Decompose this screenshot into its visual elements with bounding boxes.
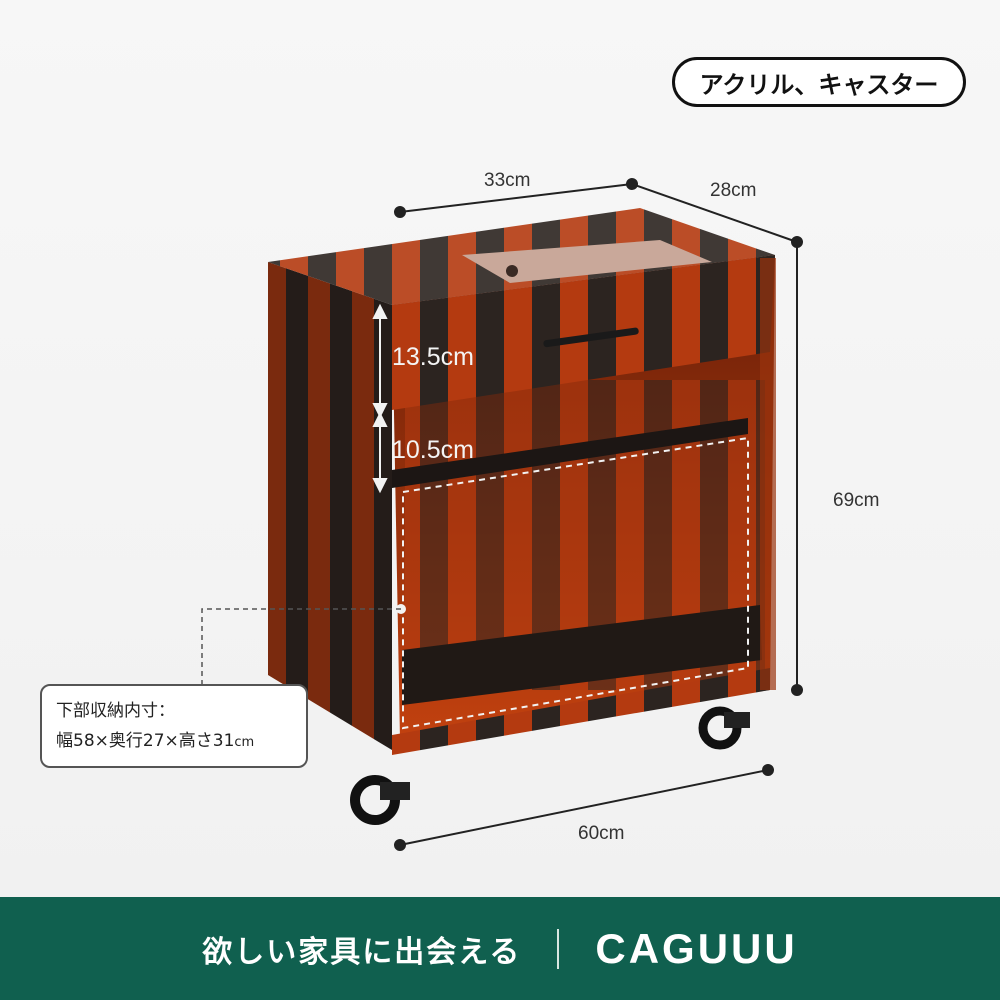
dim-bottom-width: 60cm: [578, 823, 625, 844]
dim-top-width: 33cm: [484, 170, 531, 191]
middle-shelf: [392, 418, 748, 488]
footer-banner: 欲しい家具に出会える CAGUUU: [0, 897, 1000, 1000]
dim-height: 69cm: [833, 490, 880, 511]
cart-illustration: [201, 178, 803, 851]
dim-shelf-gap: 10.5cm: [392, 436, 474, 464]
footer-divider: [557, 928, 560, 969]
side-panel: [268, 262, 392, 750]
footer-tagline: 欲しい家具に出会える: [202, 934, 522, 970]
dim-drawer-height: 13.5cm: [392, 343, 474, 371]
caster-front-right: [698, 706, 750, 750]
base-rail: [392, 668, 770, 755]
callout-dimensions: 幅58×奥行27×高さ31cm: [56, 731, 255, 751]
callout-title: 下部収納内寸：: [56, 701, 175, 721]
dim-top-depth: 28cm: [710, 180, 757, 201]
storage-callout: 下部収納内寸： 幅58×奥行27×高さ31cm: [40, 684, 308, 768]
brand-logo: CAGUUU: [595, 924, 798, 972]
feature-badge: アクリル、キャスター: [672, 57, 966, 107]
drawer-front: [392, 255, 775, 410]
top-cover: [462, 240, 712, 283]
caster-front-left: [350, 775, 410, 825]
bottom-shelf: [402, 605, 762, 705]
drawer-handle: [543, 327, 639, 348]
